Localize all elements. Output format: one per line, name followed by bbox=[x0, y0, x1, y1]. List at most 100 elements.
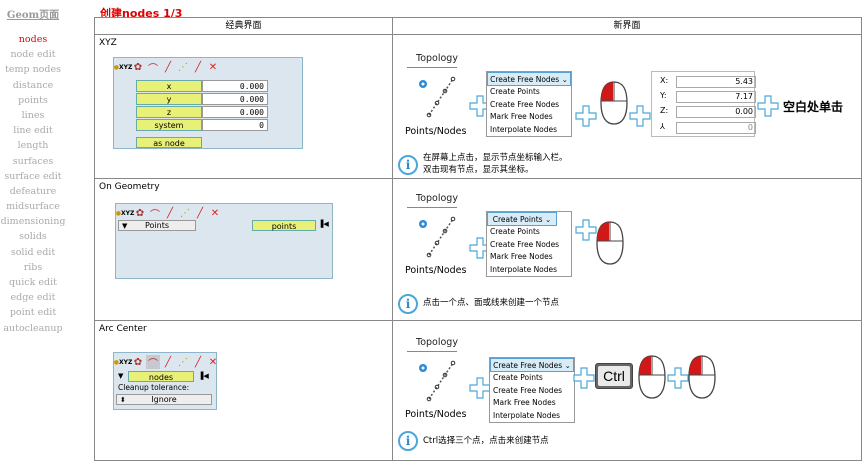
coord-z-input[interactable]: 0.00 bbox=[676, 106, 756, 118]
menu-item-interpolate-nodes[interactable]: Interpolate Nodes bbox=[490, 264, 558, 274]
z-input[interactable]: 0.000 bbox=[202, 106, 268, 118]
header-new: 新界面 bbox=[392, 17, 862, 35]
menu-item-mark-free-nodes[interactable]: Mark Free Nodes bbox=[490, 252, 553, 261]
ignore-button[interactable]: ⬍Ignore bbox=[116, 394, 212, 405]
topology-tab[interactable]: Topology bbox=[416, 53, 458, 64]
create-free-nodes-dropdown[interactable]: Create Free Nodes ⌄ bbox=[490, 358, 574, 372]
arc-icon[interactable]: ⌒ bbox=[148, 63, 158, 75]
create-free-nodes-dropdown[interactable]: Create Free Nodes ⌄ bbox=[487, 72, 571, 86]
nav-item-temp-nodes[interactable]: temp nodes bbox=[5, 64, 61, 76]
nav-item-length[interactable]: length bbox=[17, 140, 49, 152]
toggle-icon: ⬍ bbox=[120, 396, 126, 404]
xyz-icon[interactable]: ●XYZ bbox=[115, 209, 135, 217]
delete-icon[interactable]: ✕ bbox=[208, 61, 218, 73]
nav-item-node-edit[interactable]: node edit bbox=[10, 49, 56, 61]
menu-item-mark-free-nodes[interactable]: Mark Free Nodes bbox=[493, 398, 556, 407]
points-nodes-label: Points/Nodes bbox=[405, 126, 467, 137]
geometry-icon[interactable]: ✿ bbox=[133, 61, 143, 73]
pen-icon[interactable]: ╱ bbox=[194, 356, 202, 368]
points-nodes-icon[interactable] bbox=[413, 215, 457, 261]
points-dropdown[interactable]: ▼Points bbox=[118, 220, 196, 231]
create-menu: Create Free Nodes ⌄ Create Points Create… bbox=[489, 357, 575, 423]
mouse-left-click-icon bbox=[596, 221, 624, 265]
nav-item-lines[interactable]: lines bbox=[21, 109, 45, 121]
nav-item-surfaces[interactable]: surfaces bbox=[12, 155, 54, 167]
topology-tab[interactable]: Topology bbox=[416, 337, 458, 348]
nodes-selector[interactable]: nodes bbox=[128, 371, 194, 382]
y-input[interactable]: 0.000 bbox=[202, 93, 268, 105]
x-input[interactable]: 0.000 bbox=[202, 80, 268, 92]
nav-item-solid-edit[interactable]: solid edit bbox=[10, 246, 56, 258]
nav-item-surface-edit[interactable]: surface edit bbox=[4, 170, 62, 182]
nav-item-defeature[interactable]: defeature bbox=[9, 185, 57, 197]
pen-icon[interactable]: ╱ bbox=[194, 61, 202, 73]
nav-item-autocleanup[interactable]: autocleanup bbox=[3, 322, 63, 334]
menu-item-create-points[interactable]: Create Points bbox=[490, 87, 540, 96]
points-nodes-icon[interactable] bbox=[413, 75, 457, 121]
dropdown-arrow-icon: ▼ bbox=[122, 222, 128, 230]
nav-items: nodes node edit temp nodes distance points li… bbox=[0, 32, 66, 336]
points-nodes-icon[interactable] bbox=[413, 359, 457, 405]
system-input[interactable]: 0 bbox=[202, 119, 268, 131]
points-selector[interactable]: points bbox=[252, 220, 316, 231]
menu-item-create-free-nodes[interactable]: Create Free Nodes bbox=[493, 385, 563, 395]
menu-item-create-free-nodes[interactable]: Create Free Nodes bbox=[490, 99, 560, 109]
coord-system-input[interactable]: 0 bbox=[676, 122, 756, 134]
geometry-icon[interactable]: ✿ bbox=[135, 207, 145, 219]
arc-icon[interactable]: ⌒ bbox=[146, 355, 160, 370]
row-label: Arc Center bbox=[99, 324, 147, 334]
geometry-icon[interactable]: ✿ bbox=[133, 356, 143, 368]
row-on-geometry-new: Topology Points/Nodes Create Points ⌄ Cr… bbox=[392, 178, 862, 321]
arc-icon[interactable]: ⌒ bbox=[150, 209, 160, 221]
xyz-icon[interactable]: ●XYZ bbox=[113, 63, 133, 71]
menu-item-create-points[interactable]: Create Points bbox=[490, 227, 540, 236]
nav-title[interactable]: Geom页面 bbox=[6, 10, 60, 21]
nav-item-point-edit[interactable]: point edit bbox=[9, 307, 57, 319]
nav-item-solids[interactable]: solids bbox=[19, 231, 47, 243]
nav-item-dimensioning[interactable]: dimensioning bbox=[0, 216, 66, 228]
x-label: x bbox=[136, 80, 202, 92]
row-label: XYZ bbox=[99, 38, 117, 48]
plus-icon bbox=[629, 105, 651, 127]
line-icon[interactable]: ╱ bbox=[166, 207, 174, 219]
system-label: system bbox=[136, 119, 202, 131]
nav-item-edge-edit[interactable]: edge edit bbox=[10, 292, 56, 304]
delete-icon[interactable]: ✕ bbox=[208, 356, 218, 368]
mouse-left-click-icon bbox=[688, 355, 716, 399]
dotted-line-icon[interactable]: ⋰ bbox=[180, 207, 190, 219]
plus-icon bbox=[667, 367, 689, 389]
reset-icon[interactable]: ▐◀ bbox=[198, 372, 209, 380]
nav-item-ribs[interactable]: ribs bbox=[23, 261, 43, 273]
nav-item-points[interactable]: points bbox=[18, 94, 48, 106]
menu-item-create-free-nodes[interactable]: Create Free Nodes bbox=[490, 239, 560, 249]
menu-item-interpolate-nodes[interactable]: Interpolate Nodes bbox=[490, 124, 558, 134]
menu-item-create-points[interactable]: Create Points bbox=[493, 373, 543, 382]
tolerance-label: Cleanup tolerance: bbox=[118, 383, 190, 392]
line-icon[interactable]: ╱ bbox=[164, 356, 172, 368]
plus-icon bbox=[757, 95, 779, 117]
menu-item-interpolate-nodes[interactable]: Interpolate Nodes bbox=[493, 410, 561, 420]
dotted-line-icon[interactable]: ⋰ bbox=[178, 61, 188, 73]
line-icon[interactable]: ╱ bbox=[164, 61, 172, 73]
coord-x-input[interactable]: 5.43 bbox=[676, 76, 756, 88]
nav-item-line-edit[interactable]: line edit bbox=[13, 125, 53, 137]
info-text: 在屏幕上点击，显示节点坐标输入栏。 双击现有节点，显示其坐标。 bbox=[423, 153, 568, 175]
create-points-dropdown[interactable]: Create Points ⌄ bbox=[487, 212, 557, 226]
as-node-button[interactable]: as node bbox=[136, 137, 202, 148]
xyz-icon[interactable]: ●XYZ bbox=[113, 358, 133, 366]
nav-item-midsurface[interactable]: midsurface bbox=[6, 201, 60, 213]
toolbar: ●XYZ ✿ ⌒ ╱ ⋰ ╱ ✕ bbox=[113, 60, 220, 75]
dotted-line-icon[interactable]: ⋰ bbox=[178, 356, 188, 368]
nav-item-nodes[interactable]: nodes bbox=[18, 34, 48, 45]
plus-icon bbox=[575, 219, 597, 241]
delete-icon[interactable]: ✕ bbox=[210, 207, 220, 219]
topology-tab[interactable]: Topology bbox=[416, 193, 458, 204]
nav-item-distance[interactable]: distance bbox=[12, 79, 54, 91]
reset-icon[interactable]: ▐◀ bbox=[318, 220, 329, 228]
nav-item-quick-edit[interactable]: quick edit bbox=[9, 277, 57, 288]
coord-y-input[interactable]: 7.17 bbox=[676, 91, 756, 103]
plus-icon bbox=[469, 95, 491, 117]
menu-item-mark-free-nodes[interactable]: Mark Free Nodes bbox=[490, 112, 553, 121]
dropdown-arrow-icon[interactable]: ▼ bbox=[118, 372, 124, 380]
pen-icon[interactable]: ╱ bbox=[196, 207, 204, 219]
